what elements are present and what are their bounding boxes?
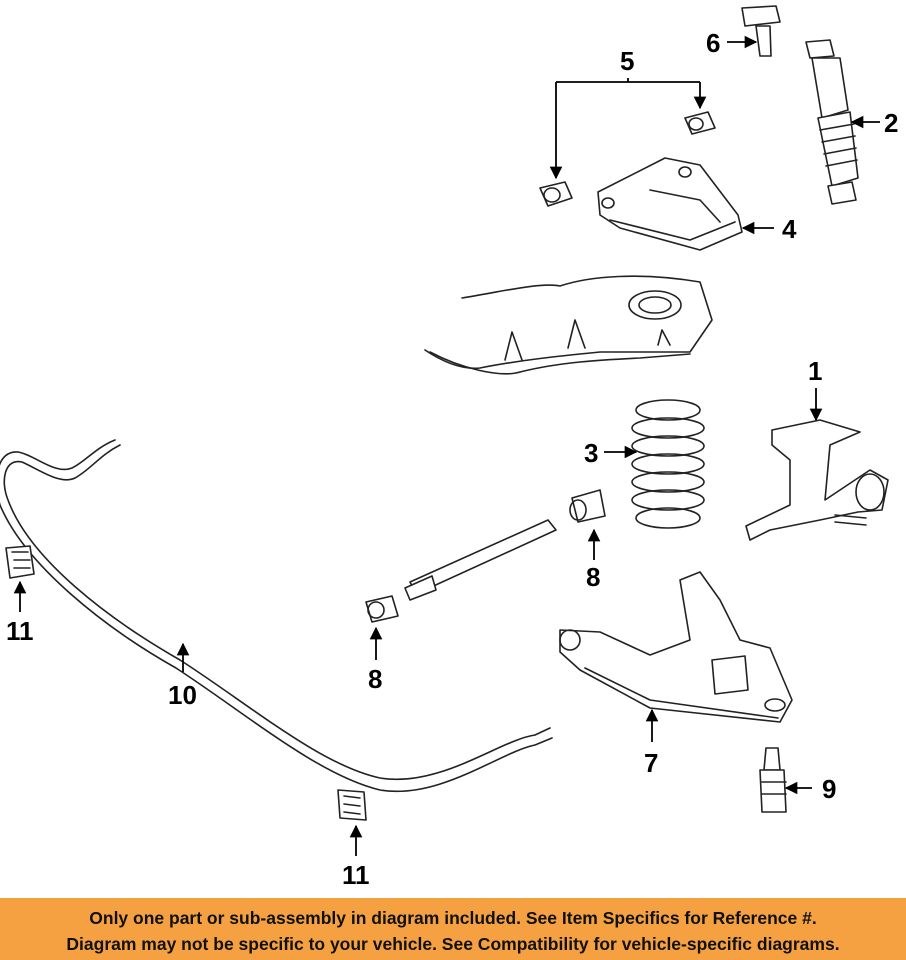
callout-5: 5 <box>620 46 634 76</box>
disclaimer-banner: Only one part or sub-assembly in diagram… <box>0 898 906 960</box>
upper-bushing-right <box>684 111 716 135</box>
upper-control-arm <box>597 157 743 251</box>
callout-10: 10 <box>168 680 197 710</box>
rod-bushing-lower <box>365 595 399 623</box>
stabilizer-bushing-left <box>5 545 35 579</box>
suspension-parts-diagram: 1 2 3 4 5 6 7 8 8 9 10 11 11 <box>0 5 898 890</box>
disclaimer-line-2: Diagram may not be specific to your vehi… <box>66 934 840 954</box>
callout-9: 9 <box>822 774 836 804</box>
rod-bushing-upper <box>569 489 606 523</box>
strut-rod <box>404 519 557 601</box>
callout-6: 6 <box>706 28 720 58</box>
lower-control-arm <box>559 571 793 723</box>
callout-11-right: 11 <box>342 860 370 890</box>
callout-7: 7 <box>644 748 658 778</box>
stabilizer-bar <box>0 439 553 793</box>
upper-bushing-left <box>539 181 573 207</box>
callout-1: 1 <box>808 356 822 386</box>
callout-3: 3 <box>584 438 598 468</box>
stabilizer-bushing-right <box>337 789 367 821</box>
frame-crossmember <box>424 275 713 375</box>
callout-labels: 1 2 3 4 5 6 7 8 8 9 10 11 11 <box>6 28 898 890</box>
callout-11-left: 11 <box>6 616 34 646</box>
disclaimer-line-1: Only one part or sub-assembly in diagram… <box>89 908 817 928</box>
callout-8-upper: 8 <box>586 562 600 592</box>
leader-lines <box>13 35 880 856</box>
lower-ball-joint <box>759 747 787 813</box>
callout-8-lower: 8 <box>368 664 382 694</box>
callout-4: 4 <box>782 214 797 244</box>
shock-absorber <box>805 39 859 205</box>
upper-ball-joint <box>741 5 781 57</box>
callout-2: 2 <box>884 108 898 138</box>
coil-spring <box>631 399 705 529</box>
steering-knuckle <box>745 419 889 541</box>
